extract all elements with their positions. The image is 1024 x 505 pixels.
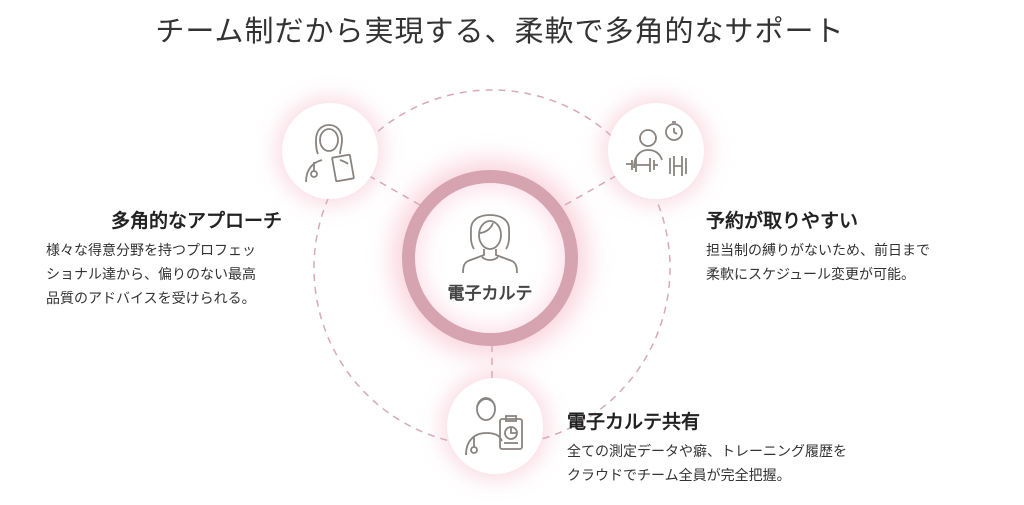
page-title: チーム制だから実現する、柔軟で多角的なサポート — [155, 14, 845, 48]
approach-line-2: ショナル達から、偏りのない最高 — [46, 267, 256, 283]
booking-line-1: 担当制の縛りがないため、前日まで — [706, 243, 930, 259]
records-line-1: 全ての測定データや癖、トレーニング履歴を — [567, 444, 847, 460]
center-hub: 電子カルテ — [402, 170, 578, 346]
doctor-chart-icon — [465, 397, 523, 456]
doctor-clipboard-icon — [305, 124, 355, 183]
records-feature: 電子カルテ共有 全ての測定データや癖、トレーニング履歴を クラウドでチーム全員が… — [567, 407, 927, 488]
records-line-2: クラウドでチーム全員が完全把握。 — [567, 468, 791, 484]
records-title: 電子カルテ共有 — [567, 411, 701, 433]
records-node — [447, 378, 543, 474]
booking-node — [608, 103, 704, 199]
booking-line-2: 柔軟にスケジュール変更が可能。 — [706, 267, 916, 283]
booking-feature: 予約が取りやすい 担当制の縛りがないため、前日まで 柔軟にスケジュール変更が可能… — [706, 206, 1006, 287]
approach-line-3: 品質のアドバイスを受けられる。 — [46, 291, 256, 307]
woman-icon — [462, 213, 518, 273]
trainer-dumbbell-icon — [626, 121, 687, 176]
approach-node — [282, 103, 378, 199]
approach-title: 多角的なアプローチ — [110, 210, 282, 232]
approach-feature: 多角的なアプローチ 様々な得意分野を持つプロフェッ ショナル達から、偏りのない最… — [46, 206, 296, 311]
booking-title: 予約が取りやすい — [706, 210, 859, 232]
center-label: 電子カルテ — [447, 283, 533, 304]
approach-line-1: 様々な得意分野を持つプロフェッ — [46, 243, 256, 259]
